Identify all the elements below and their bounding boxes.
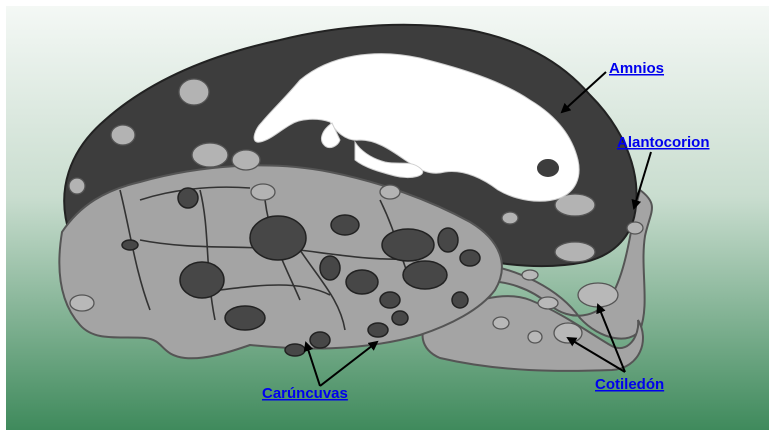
label-alantocorion[interactable]: Alantocorion (617, 134, 710, 151)
label-amnios[interactable]: Amnios (609, 60, 664, 77)
label-cotiledon[interactable]: Cotiledón (595, 376, 664, 393)
label-caruncuvas[interactable]: Carúncuvas (262, 385, 348, 402)
